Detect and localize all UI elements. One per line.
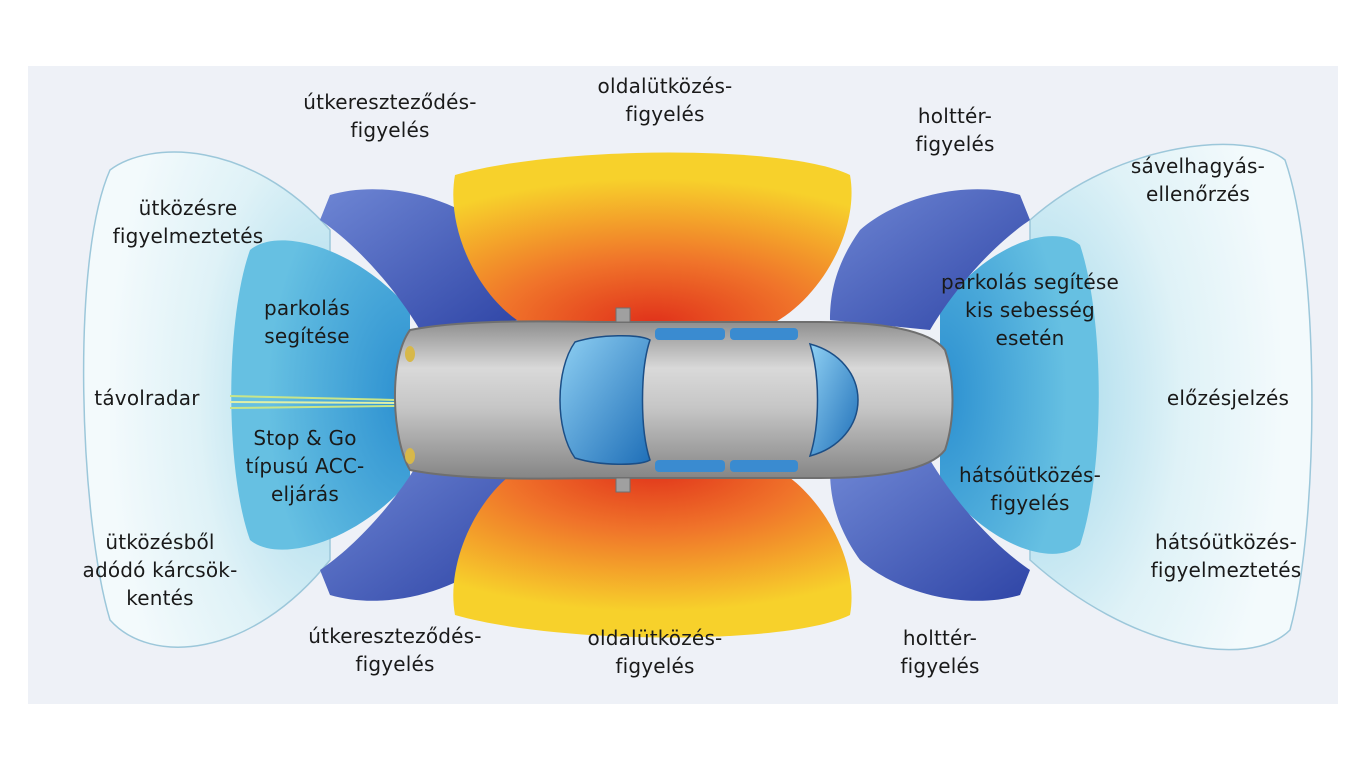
corner-zone-bottom-right — [830, 460, 1030, 601]
label-collision-warning: ütközésre figyelmeztetés — [112, 196, 264, 248]
label-side-collision-bottom: oldalütközés- figyelés — [587, 626, 723, 678]
side-zone-bottom — [453, 465, 852, 638]
parking-zone-front — [231, 240, 410, 550]
label-rear-collision: hátsóütközés- figyelés — [958, 463, 1102, 515]
label-cross-traffic-bottom: útkereszteződés- figyelés — [308, 624, 482, 676]
long-radar-beam — [229, 395, 396, 409]
label-cross-traffic-top: útkereszteződés- figyelés — [303, 90, 477, 142]
car-body — [393, 320, 954, 480]
label-lane-departure: sávelhagyás- ellenőrzés — [1130, 154, 1266, 206]
label-blindspot-top: holttér- figyelés — [915, 104, 995, 156]
label-blindspot-bottom: holttér- figyelés — [900, 626, 980, 678]
side-window-top-rear — [730, 328, 798, 340]
car — [393, 307, 954, 493]
outer-zone-rear — [1029, 143, 1313, 651]
headlight-left — [405, 346, 415, 362]
side-window-bottom-rear — [730, 460, 798, 472]
parking-zone-rear — [940, 236, 1099, 554]
label-overtake: előzésjelzés — [1166, 386, 1290, 410]
label-rear-collision-warning: hátsóütközés- figyelmeztetés — [1150, 530, 1302, 582]
label-long-radar: távolradar — [94, 386, 200, 410]
rear-window — [808, 342, 859, 458]
mirror-bottom — [615, 477, 631, 493]
mirror-top — [615, 307, 631, 323]
label-damage-reduction: ütközésből adódó kárcsök- kentés — [82, 530, 238, 610]
headlight-right — [405, 448, 415, 464]
corner-zone-top-right — [830, 189, 1030, 330]
label-parking-front: parkolás segítése — [263, 296, 351, 348]
label-acc: Stop & Go típusú ACC- eljárás — [245, 426, 365, 506]
label-parking-low-speed: parkolás segítése kis sebesség esetén — [940, 270, 1120, 350]
side-window-bottom-front — [655, 460, 725, 472]
windshield — [559, 334, 651, 466]
side-zone-top — [453, 152, 852, 325]
label-side-collision-top: oldalütközés- figyelés — [597, 74, 733, 126]
side-window-top-front — [655, 328, 725, 340]
